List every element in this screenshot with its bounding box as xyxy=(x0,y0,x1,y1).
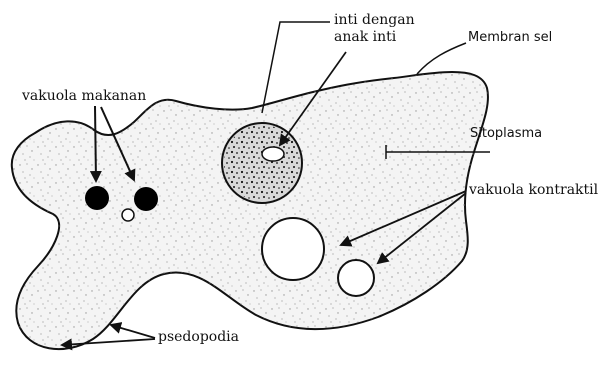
nucleus-label-line2: anak inti xyxy=(334,29,396,45)
contractile-vacuole-label: vakuola kontraktil xyxy=(469,182,598,198)
nucleus-label-line1: inti dengan xyxy=(334,12,415,28)
pseudopodia-arrow-upper xyxy=(111,325,155,338)
food-vacuole-right xyxy=(134,187,158,211)
cytoplasm-label: Sitoplasma xyxy=(470,126,542,142)
food-vacuole-arrow-left xyxy=(95,106,96,181)
pseudopodia-label: psedopodia xyxy=(158,329,239,345)
contractile-vacuole-large xyxy=(262,218,324,280)
contractile-vacuole-small xyxy=(338,260,374,296)
membrane-pointer-line xyxy=(417,43,466,74)
nucleus-texture xyxy=(224,125,300,201)
membrane-label: Membran sel xyxy=(468,30,552,46)
nucleolus xyxy=(262,147,284,161)
food-vacuole-left xyxy=(85,186,109,210)
small-vacuole xyxy=(122,209,134,221)
cytoplasm-texture xyxy=(12,72,488,349)
food-vacuole-label: vakuola makanan xyxy=(22,88,146,104)
